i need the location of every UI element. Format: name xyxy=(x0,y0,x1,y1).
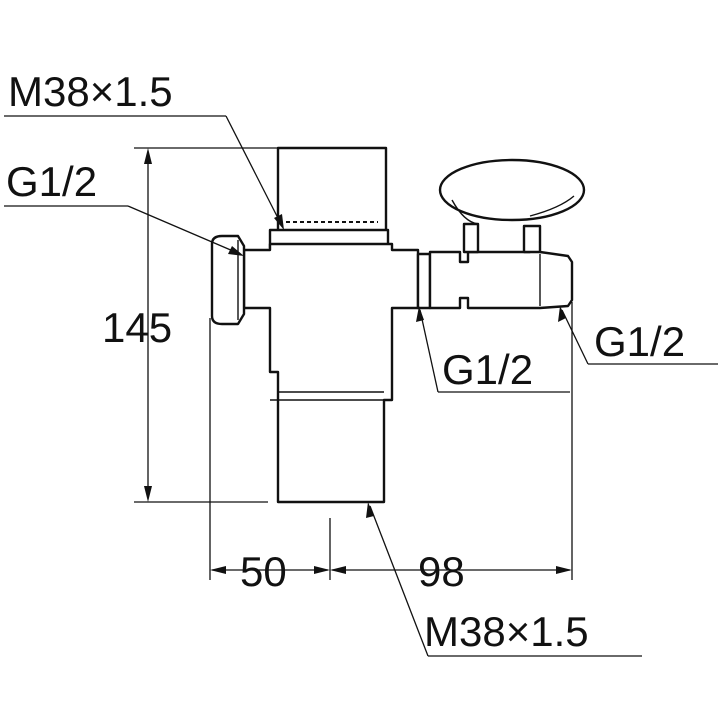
height-dimension xyxy=(134,147,278,503)
left-inlet-leader xyxy=(4,205,244,256)
valve-body xyxy=(242,146,420,504)
bottom-thread-label: M38×1.5 xyxy=(424,608,589,655)
middle-outlet-leader xyxy=(416,306,570,393)
height-label: 145 xyxy=(102,304,172,351)
left-width-label: 50 xyxy=(240,548,287,595)
right-outlet xyxy=(416,158,586,310)
top-thread-label: M38×1.5 xyxy=(8,68,173,115)
left-inlet-label: G1/2 xyxy=(6,158,97,205)
right-outlet-leader xyxy=(558,306,718,365)
middle-outlet-label: G1/2 xyxy=(442,346,533,393)
bottom-thread-leader xyxy=(366,502,642,657)
right-outlet-label: G1/2 xyxy=(594,318,685,365)
top-thread-leader xyxy=(4,115,284,230)
width-dimension xyxy=(209,302,573,580)
right-width-label: 98 xyxy=(418,548,465,595)
